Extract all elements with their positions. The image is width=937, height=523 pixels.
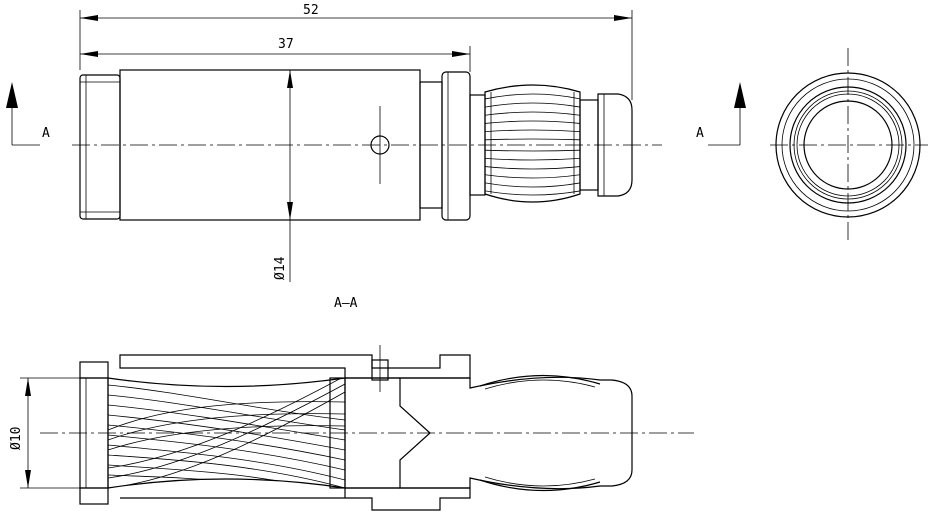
dim-label-d10: Ø10 [9, 427, 24, 450]
dim-outer-diameter: Ø14 [273, 70, 293, 282]
housing-bottom-wall [120, 487, 471, 511]
dim-label-52: 52 [303, 3, 319, 18]
arrow-up-icon [734, 82, 746, 108]
knurled-roller [484, 84, 581, 203]
section-view [40, 345, 694, 511]
shaft-core [399, 376, 633, 490]
dim-label-37: 37 [278, 37, 294, 52]
side-view [72, 69, 662, 221]
section-marker-right: A [696, 82, 746, 146]
flange [441, 71, 471, 221]
section-label-right: A [696, 126, 704, 141]
dim-bore-diameter: Ø10 [9, 377, 108, 489]
end-view [770, 48, 928, 240]
section-marker-left: A [6, 82, 50, 146]
end-outer-ring [775, 72, 921, 218]
arrow-up-icon [6, 82, 18, 108]
dim-overall-length: 52 [79, 3, 633, 100]
section-label-left: A [42, 126, 50, 141]
housing-top-wall [119, 354, 471, 379]
shaft-tip [597, 93, 633, 197]
section-title: A—A [334, 296, 358, 311]
dim-body-length: 37 [80, 37, 471, 72]
groove-bottom [479, 479, 601, 492]
section-roller-wires [107, 377, 346, 489]
end-bore [803, 100, 893, 190]
groove-top [479, 374, 601, 387]
dim-label-d14: Ø14 [273, 256, 288, 280]
